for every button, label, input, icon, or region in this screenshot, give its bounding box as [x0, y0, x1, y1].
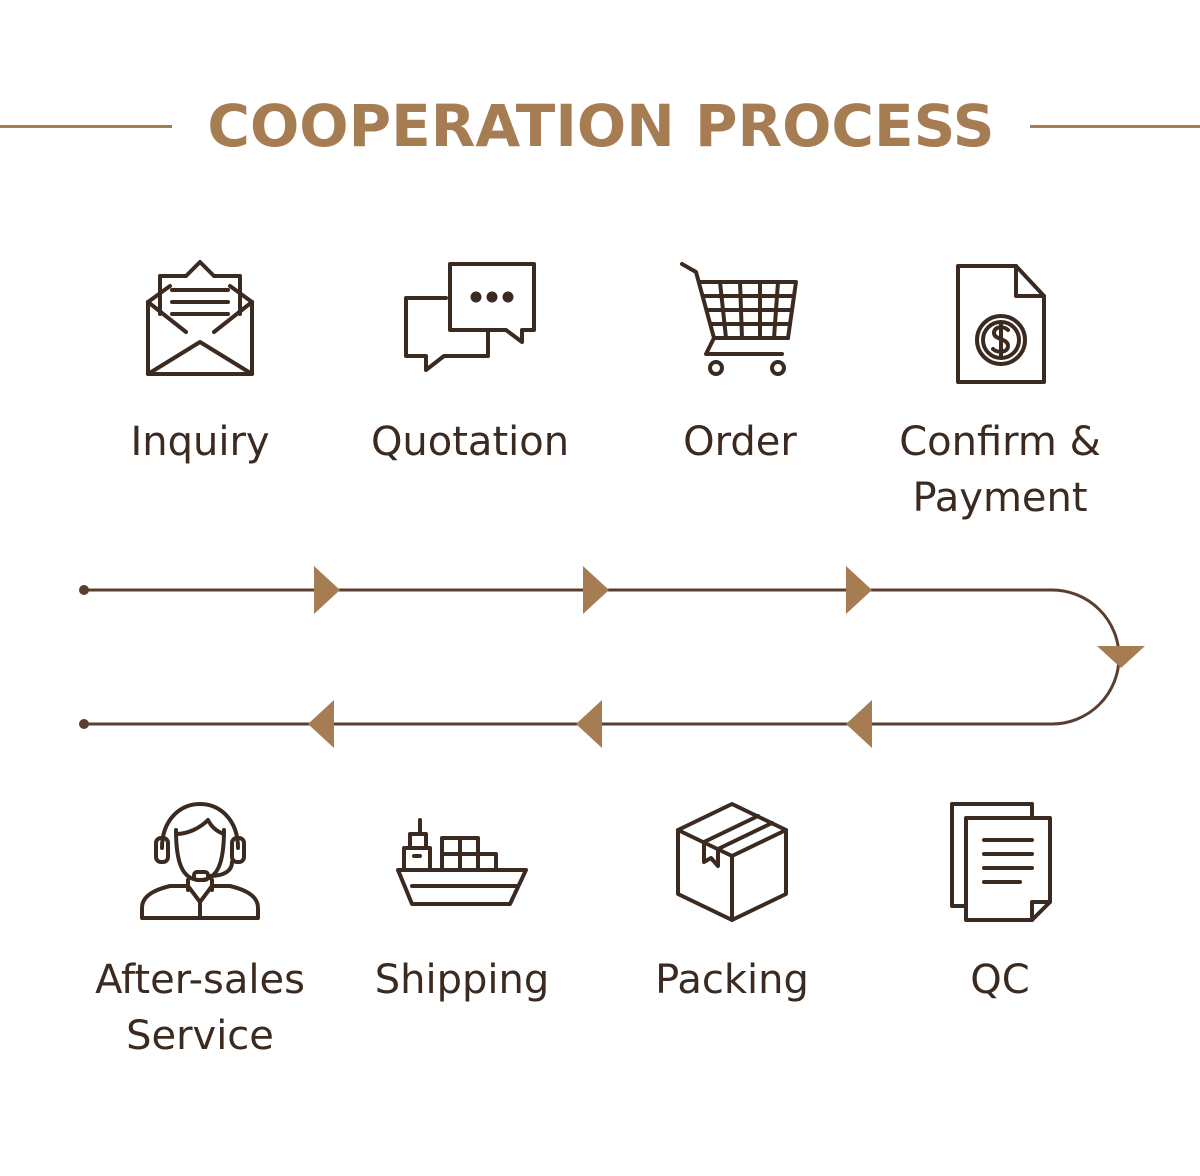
envelope-letter-icon — [130, 250, 270, 390]
step-label-payment-line2: Payment — [912, 475, 1088, 521]
step-label-after-sales-service: After-sales Service — [65, 952, 335, 1064]
arrow-right-2 — [583, 566, 609, 614]
step-label-service-line2: Service — [126, 1013, 274, 1059]
step-label-inquiry: Inquiry — [130, 419, 270, 465]
step-label-qc: QC — [970, 957, 1030, 1003]
shopping-cart-icon — [670, 250, 810, 390]
page-title: COOPERATION PROCESS — [207, 92, 995, 160]
arrow-right-3 — [846, 566, 872, 614]
step-label-quotation: Quotation — [370, 419, 570, 465]
title-rule-right — [1030, 125, 1200, 128]
arrow-left-1 — [846, 700, 872, 748]
step-label-after-sales-line1: After-sales — [95, 957, 305, 1003]
package-box-icon — [662, 790, 802, 930]
chat-bubbles-icon — [400, 250, 540, 390]
dollar-document-icon — [930, 250, 1070, 390]
step-label-confirm-line1: Confirm & — [899, 419, 1101, 465]
arrow-left-2 — [576, 700, 602, 748]
headset-agent-icon — [130, 790, 270, 930]
documents-icon — [930, 790, 1070, 930]
step-label-confirm-payment: Confirm & Payment — [865, 414, 1135, 526]
arrow-left-3 — [308, 700, 334, 748]
flow-end-dot — [79, 719, 89, 729]
arrow-down-turn — [1097, 646, 1145, 668]
step-label-shipping: Shipping — [374, 957, 550, 1003]
arrow-right-1 — [314, 566, 340, 614]
flow-start-dot — [79, 585, 89, 595]
cargo-ship-icon — [392, 790, 532, 930]
step-label-packing: Packing — [655, 957, 809, 1003]
step-label-order: Order — [683, 419, 797, 465]
title-rule-left — [0, 125, 172, 128]
